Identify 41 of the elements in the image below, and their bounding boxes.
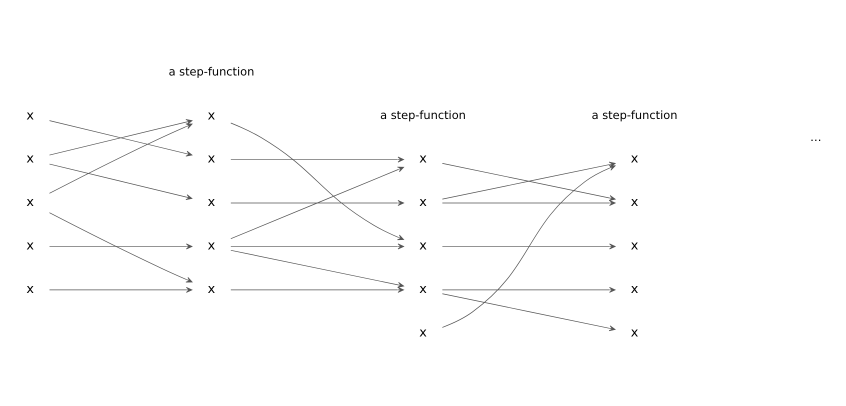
node-text: x <box>26 282 34 298</box>
node-text: x <box>208 282 216 298</box>
node-text: x <box>419 282 427 298</box>
arrow <box>49 244 192 250</box>
node-text: x <box>208 108 216 124</box>
arrow <box>230 244 404 250</box>
arrow <box>230 200 404 206</box>
node-text: x <box>208 238 216 254</box>
node-text: x <box>208 195 216 210</box>
arrow <box>230 166 404 240</box>
arrow <box>49 164 192 200</box>
node-text: x <box>630 238 638 254</box>
arrow <box>49 286 192 293</box>
node-text: x <box>419 238 427 254</box>
node-text: x <box>26 152 34 167</box>
node-text: x <box>26 108 34 124</box>
arrow <box>230 250 404 288</box>
label: a step-function <box>592 108 678 122</box>
arrow <box>442 293 616 332</box>
label: … <box>810 130 822 144</box>
arrow <box>230 156 404 162</box>
node-text: x <box>630 325 638 340</box>
label: a step-function <box>380 108 466 122</box>
arrow <box>442 286 616 293</box>
arrow <box>49 212 192 282</box>
node-text: x <box>419 325 427 340</box>
node-text: x <box>26 195 34 210</box>
node-text: x <box>630 152 638 167</box>
node-text: x <box>630 195 638 210</box>
node-text: x <box>630 282 638 298</box>
arrow <box>230 122 404 240</box>
label: a step-function <box>168 64 254 78</box>
arrow <box>442 165 616 328</box>
arrow <box>442 200 616 206</box>
arrow <box>49 124 192 194</box>
node-text: x <box>419 152 427 167</box>
node-text: x <box>419 195 427 210</box>
arrow <box>442 244 616 250</box>
node-text: x <box>26 238 34 254</box>
arrow <box>230 286 404 293</box>
node-text: x <box>208 152 216 167</box>
